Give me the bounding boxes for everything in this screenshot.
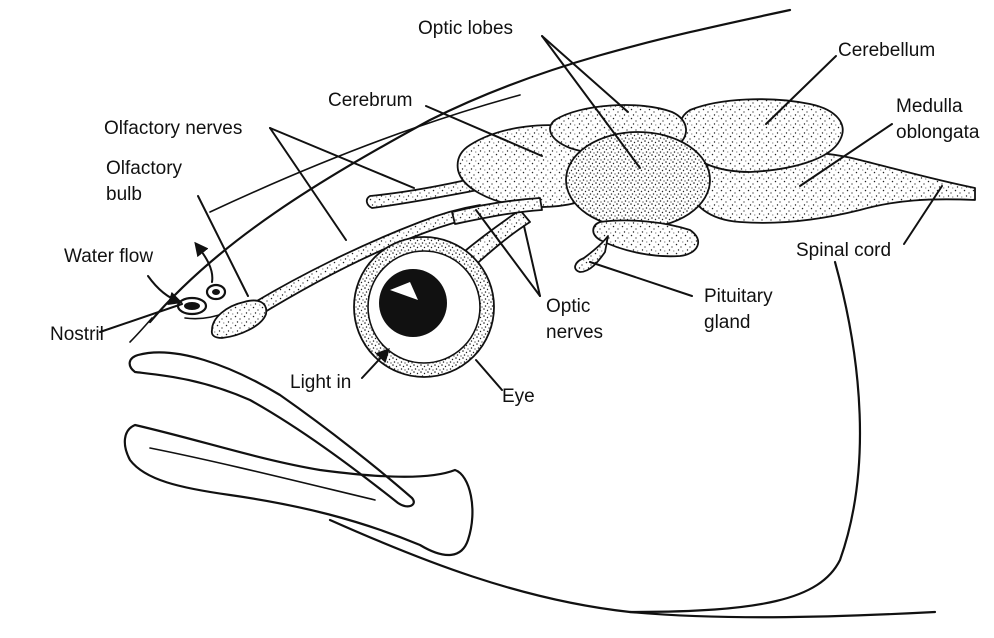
label-eye: Eye xyxy=(502,386,535,407)
label-medulla-line1: Medulla xyxy=(896,96,963,117)
optic-lobe xyxy=(565,131,711,229)
label-medulla-line2: oblongata xyxy=(896,122,980,143)
posterior-nostril xyxy=(205,283,227,301)
pupil xyxy=(379,269,447,337)
optic-nerve-far xyxy=(451,197,543,225)
label-light-in: Light in xyxy=(290,372,351,393)
leader-olfactory-nerves-2 xyxy=(269,127,347,241)
brain xyxy=(456,98,976,273)
optic-nerves xyxy=(451,197,543,269)
head-dorsal-outline xyxy=(148,8,792,324)
label-olfactory-nerves: Olfactory nerves xyxy=(104,118,242,139)
leader-medulla xyxy=(799,123,893,187)
label-nostril: Nostril xyxy=(50,324,104,345)
label-pituitary-line2: gland xyxy=(704,312,751,333)
lower-jaw-inner xyxy=(149,447,376,501)
head-ventral-outline xyxy=(328,518,937,619)
fish-head-outline xyxy=(148,8,937,619)
leader-eye xyxy=(475,359,503,391)
olfactory-tract-upper xyxy=(365,177,479,209)
upper-jaw xyxy=(128,351,415,508)
label-spinal-cord: Spinal cord xyxy=(796,240,891,261)
leader-cerebellum xyxy=(765,55,837,125)
pupil-notch xyxy=(390,282,418,300)
inner-skin-fold xyxy=(209,94,521,213)
leader-optic-lobes-2 xyxy=(541,35,641,169)
leader-optic-lobes-1 xyxy=(541,35,629,113)
label-olfactory-bulb-line2: bulb xyxy=(106,184,142,205)
leader-nostril xyxy=(99,303,183,333)
leader-olfactory-nerves-1 xyxy=(269,127,415,189)
label-pituitary-line1: Pituitary xyxy=(704,286,773,307)
eye xyxy=(353,236,495,378)
label-cerebellum: Cerebellum xyxy=(838,40,935,61)
label-water-flow: Water flow xyxy=(64,246,153,267)
operculum-edge xyxy=(628,260,862,614)
optic-nerve-near xyxy=(459,209,531,269)
leader-optic-nerves-1 xyxy=(475,209,541,297)
label-cerebrum: Cerebrum xyxy=(328,90,412,111)
snout-line xyxy=(129,317,153,343)
leader-optic-nerves-2 xyxy=(523,225,541,297)
olfactory-bulb xyxy=(210,299,268,339)
leader-lines xyxy=(99,35,943,391)
lower-jaw xyxy=(123,423,474,557)
leader-spinal-cord xyxy=(903,185,943,245)
leader-olfactory-bulb xyxy=(197,195,249,297)
labels: Optic lobes Cerebellum Cerebrum Medulla … xyxy=(50,18,980,407)
leader-cerebrum xyxy=(425,105,543,157)
water-in-arrow xyxy=(147,275,183,306)
label-optic-nerves-line2: nerves xyxy=(546,322,603,343)
label-olfactory-bulb-line1: Olfactory xyxy=(106,158,183,179)
jaws xyxy=(123,317,474,557)
anterior-nostril-opening xyxy=(184,302,200,310)
posterior-nostril-opening xyxy=(212,289,220,295)
leader-pituitary xyxy=(589,261,693,297)
label-optic-lobes: Optic lobes xyxy=(418,18,513,39)
light-in-arrow xyxy=(361,347,390,379)
label-optic-nerves-line1: Optic xyxy=(546,296,590,317)
water-out-arrow xyxy=(194,241,214,283)
hypothalamus xyxy=(592,219,700,258)
